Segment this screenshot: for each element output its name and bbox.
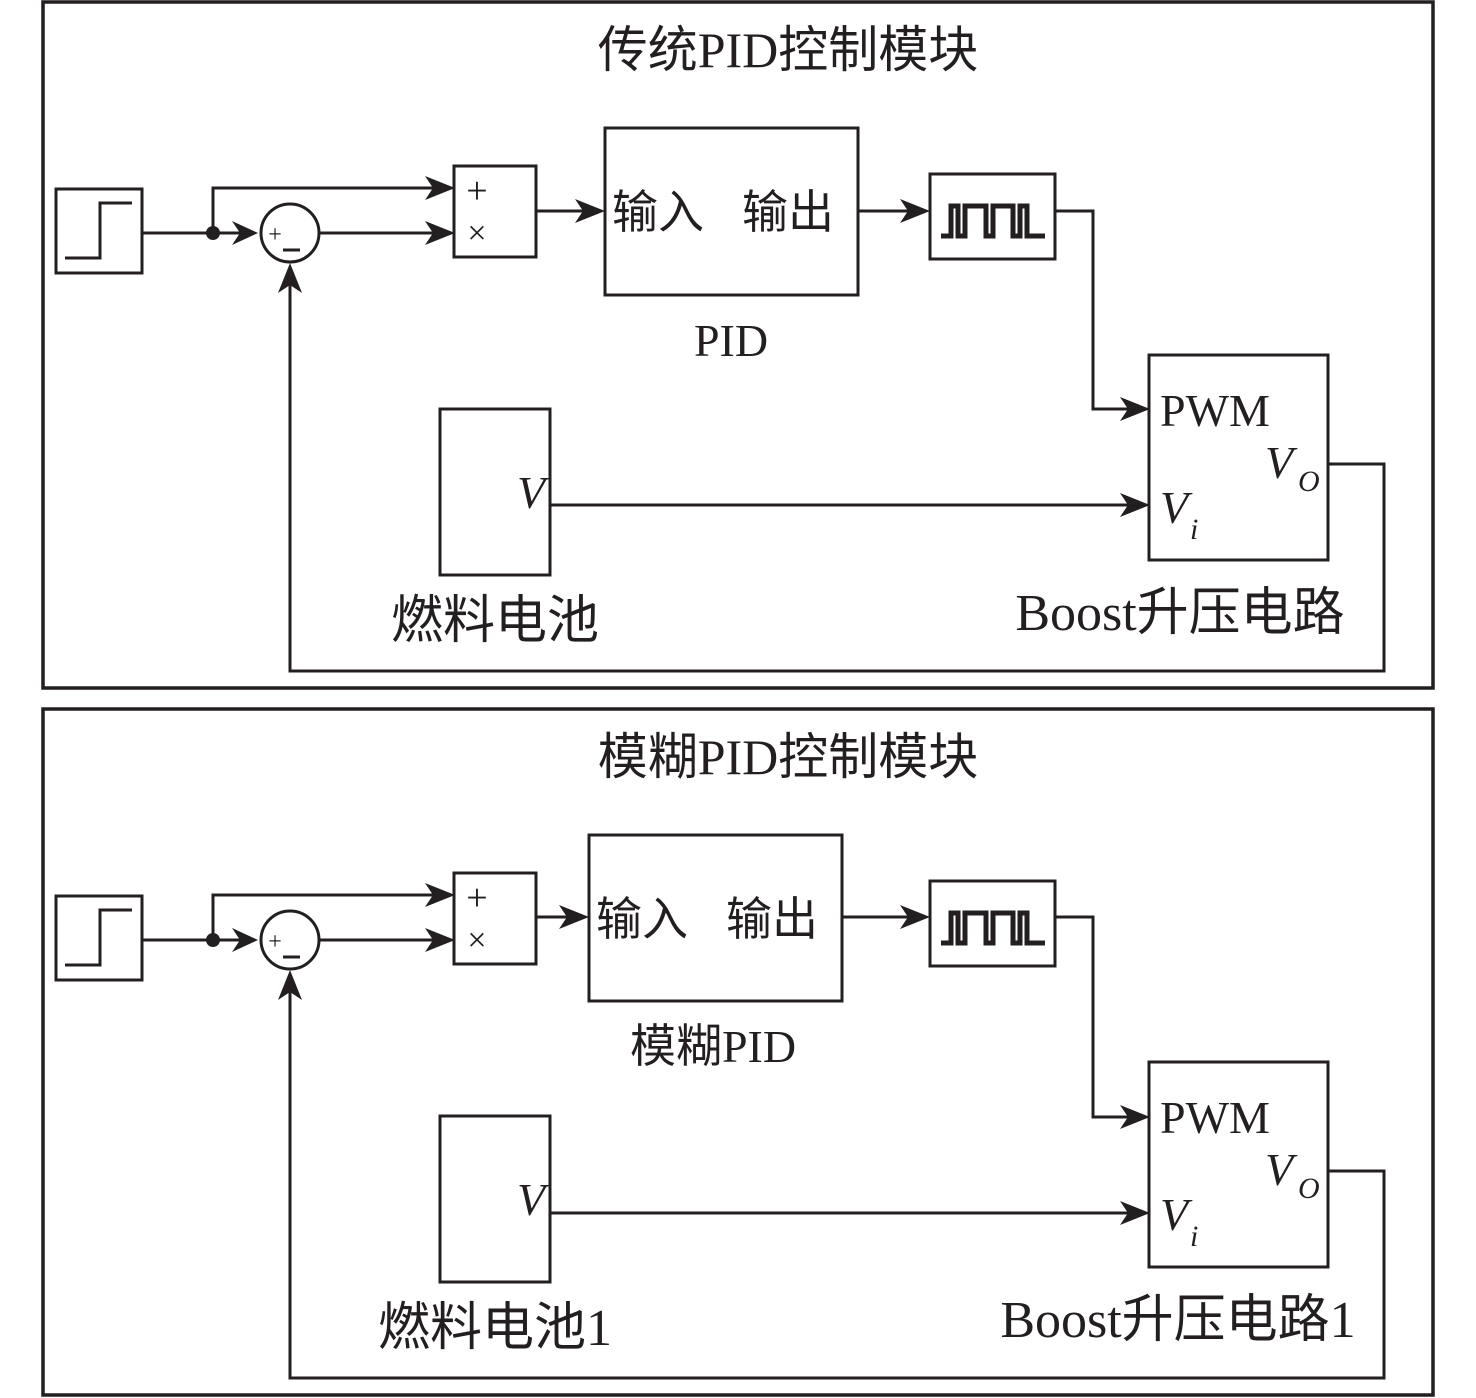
product-times-sign: × xyxy=(467,215,486,252)
fuel-cell-caption: 燃料电池 xyxy=(391,593,599,650)
panel-title: 传统PID控制模块 xyxy=(598,22,979,78)
boost-converter-block[interactable]: PWM V O V i xyxy=(1147,1060,1330,1269)
arrowhead xyxy=(278,970,302,1000)
wire xyxy=(211,186,440,233)
arrowhead xyxy=(575,199,605,223)
product-plus-sign: + xyxy=(466,170,487,212)
pwm-generator-block[interactable] xyxy=(928,879,1057,968)
boost-vi-port: V xyxy=(1160,482,1193,533)
boost-vi-port: V xyxy=(1160,1189,1193,1240)
product-block[interactable]: + × xyxy=(452,164,538,259)
arrowhead xyxy=(425,221,455,245)
panel-frame xyxy=(41,0,1435,690)
arrowhead xyxy=(232,928,258,952)
pulse-generator-icon xyxy=(941,910,1045,946)
fuel-cell-block[interactable]: V xyxy=(438,407,552,577)
sum-plus-sign: + xyxy=(268,929,282,955)
sum-block[interactable]: + xyxy=(259,909,321,971)
arrowhead xyxy=(232,221,258,245)
wire xyxy=(1055,915,1135,1119)
panel-traditional-pid: 传统PID控制模块 + + × 输入 xyxy=(41,0,1435,690)
sum-block[interactable]: + xyxy=(259,202,321,264)
product-block[interactable]: + × xyxy=(452,871,538,966)
arrowhead xyxy=(900,199,930,223)
panel-frame xyxy=(41,707,1435,1397)
boost-caption: Boost升压电路1 xyxy=(1000,1292,1355,1349)
step-block[interactable] xyxy=(54,894,144,982)
boost-vo-subscript: O xyxy=(1298,1172,1320,1205)
controller-output-label: 输出 xyxy=(742,187,834,238)
step-block[interactable] xyxy=(54,187,144,275)
boost-vi-subscript: i xyxy=(1190,513,1198,546)
boost-vo-port: V xyxy=(1265,437,1298,488)
boost-converter-block[interactable]: PWM V O V i xyxy=(1147,353,1330,562)
controller-input-label: 输入 xyxy=(612,187,704,238)
arrowhead xyxy=(278,263,302,293)
boost-vi-subscript: i xyxy=(1190,1220,1198,1253)
arrowhead xyxy=(1120,1201,1150,1225)
pulse-generator-icon xyxy=(941,203,1045,239)
wire xyxy=(1055,209,1135,411)
arrowhead xyxy=(425,928,455,952)
controller-input-label: 输入 xyxy=(596,894,688,945)
fuzzy-pid-controller-block[interactable]: 输入 输出 xyxy=(587,833,844,1003)
panel-fuzzy-pid: 模糊PID控制模块 + + × 输入 输出 模糊PID xyxy=(41,707,1435,1397)
product-times-sign: × xyxy=(467,922,486,959)
fuel-cell-voltage-port: V xyxy=(517,467,550,518)
boost-caption: Boost升压电路 xyxy=(1015,585,1344,642)
product-plus-sign: + xyxy=(466,877,487,919)
arrowhead xyxy=(1120,493,1150,517)
boost-vo-port: V xyxy=(1265,1144,1298,1195)
sum-plus-sign: + xyxy=(268,222,282,248)
fuel-cell-voltage-port: V xyxy=(517,1174,550,1225)
controller-caption: 模糊PID xyxy=(630,1021,796,1072)
feedback-wire xyxy=(288,985,1386,1380)
arrowhead xyxy=(425,883,455,907)
wire xyxy=(211,893,440,940)
boost-pwm-port: PWM xyxy=(1160,385,1270,436)
arrowhead xyxy=(1120,397,1150,421)
controller-output-label: 输出 xyxy=(726,894,818,945)
pwm-generator-block[interactable] xyxy=(928,172,1057,261)
pid-controller-block[interactable]: 输入 输出 xyxy=(603,126,860,297)
step-icon xyxy=(65,201,132,260)
panel-title: 模糊PID控制模块 xyxy=(598,729,979,785)
controller-caption: PID xyxy=(694,315,768,366)
arrowhead xyxy=(900,905,930,929)
fuel-cell-block[interactable]: V xyxy=(438,1114,552,1284)
fuel-cell-caption: 燃料电池1 xyxy=(378,1300,612,1357)
boost-pwm-port: PWM xyxy=(1160,1092,1270,1143)
step-icon xyxy=(65,908,132,967)
boost-vo-subscript: O xyxy=(1298,465,1320,498)
arrowhead xyxy=(559,905,589,929)
arrowhead xyxy=(1120,1105,1150,1129)
feedback-wire xyxy=(288,278,1386,673)
arrowhead xyxy=(425,176,455,200)
